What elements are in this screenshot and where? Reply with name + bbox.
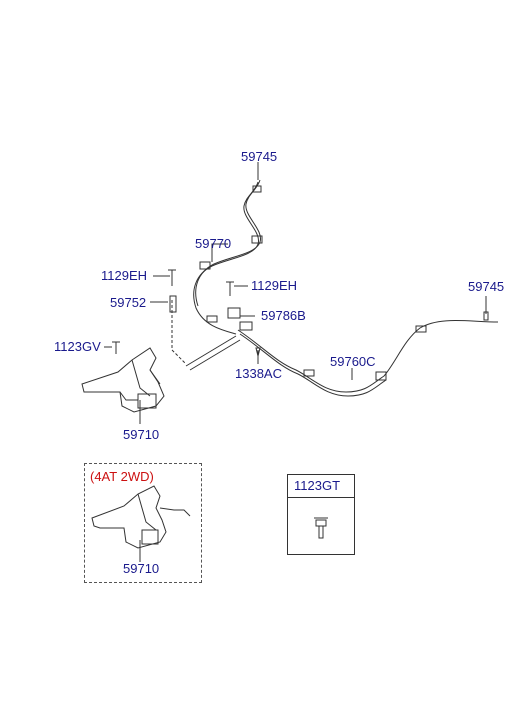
variant-box: (4AT 2WD) 59710 bbox=[84, 463, 202, 583]
screw-1123gt bbox=[315, 519, 327, 539]
part-label-59760c: 59760C bbox=[330, 354, 376, 369]
part-label-59786b: 59786B bbox=[261, 308, 306, 323]
part-box-1123gt: 1123GT bbox=[287, 474, 355, 555]
part-label-59745-top: 59745 bbox=[241, 149, 278, 164]
part-label-59745-right: 59745 bbox=[468, 279, 505, 294]
lever-59710 bbox=[81, 347, 165, 413]
part-box-header: 1123GT bbox=[288, 475, 354, 498]
lever-59710-variant bbox=[91, 485, 167, 549]
part-label-1123gt: 1123GT bbox=[294, 478, 341, 493]
part-label-1338ac: 1338AC bbox=[235, 366, 282, 381]
part-label-59770: 59770 bbox=[195, 236, 232, 251]
part-label-59710-variant: 59710 bbox=[123, 561, 160, 576]
part-label-1129eh-left: 1129EH bbox=[101, 268, 148, 283]
part-label-1123gv: 1123GV bbox=[54, 339, 101, 354]
cable-59770 bbox=[193, 181, 259, 335]
part-label-1129eh-mid: 1129EH bbox=[251, 278, 298, 293]
equalizer-rod bbox=[185, 335, 241, 371]
cable-59760c bbox=[237, 320, 499, 393]
part-label-59752: 59752 bbox=[110, 295, 147, 310]
part-label-59710-main: 59710 bbox=[123, 427, 160, 442]
variant-note: (4AT 2WD) bbox=[90, 469, 154, 484]
